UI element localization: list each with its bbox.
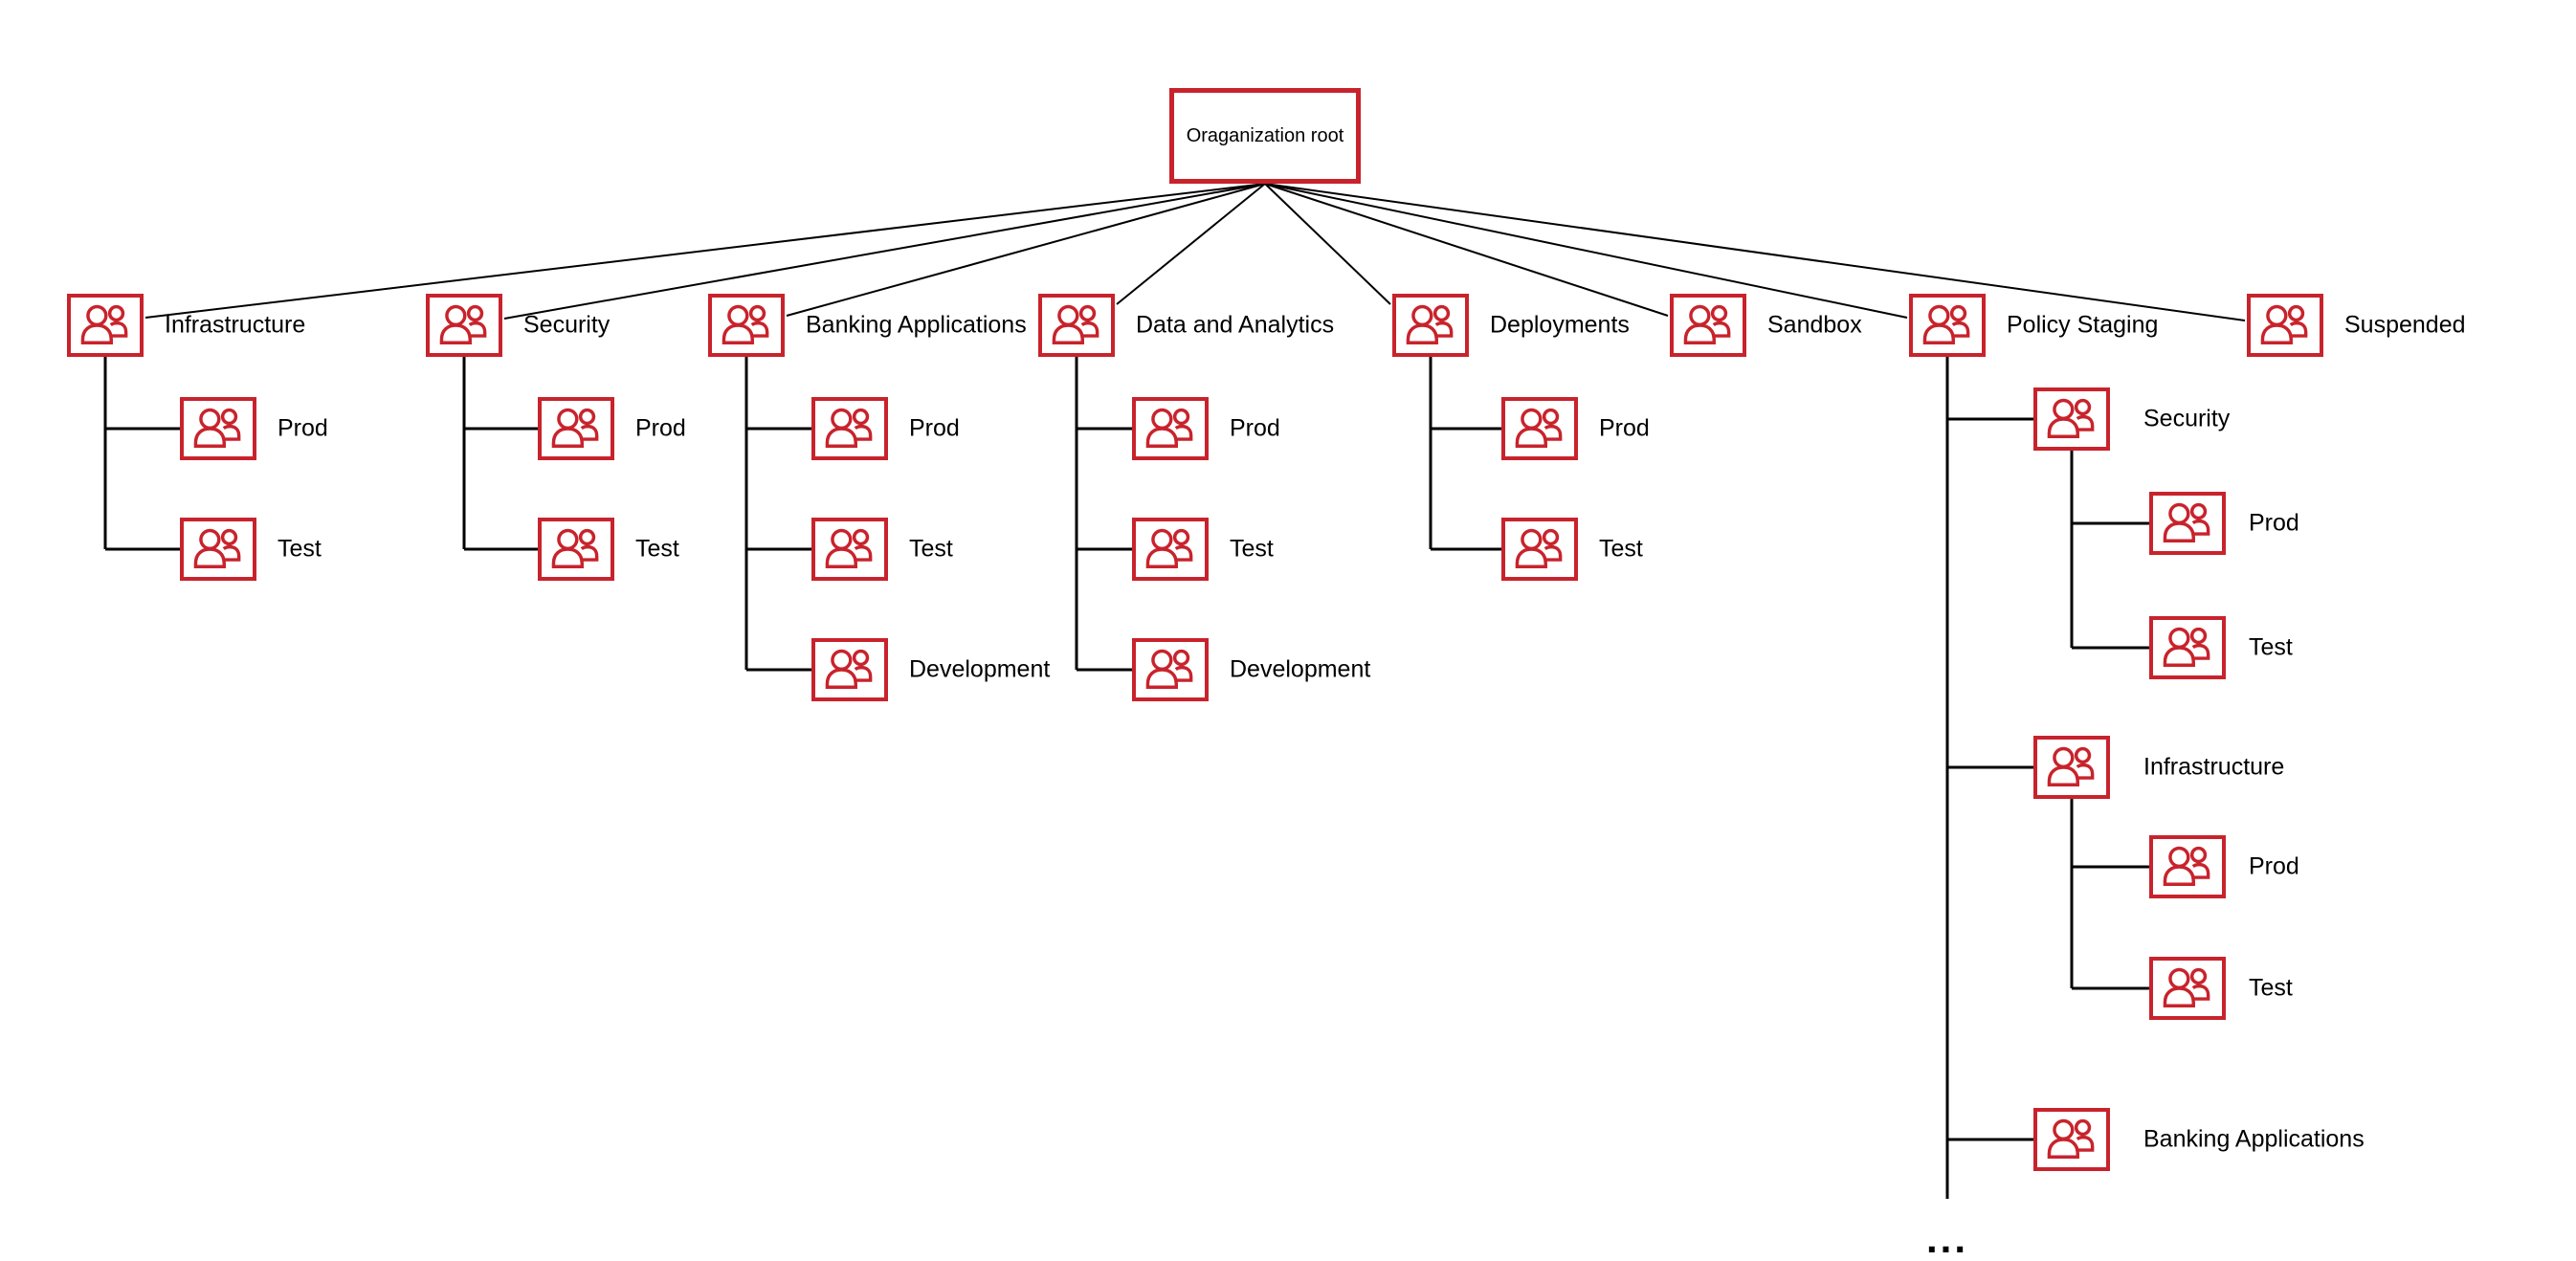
users-group-icon [1680,301,1736,349]
ou-node-policy-staging-banking-applications-label: Banking Applications [2143,1125,2365,1153]
ou-node-banking-applications-development-label: Development [909,655,1051,683]
ou-node-suspended-label: Suspended [2344,311,2466,339]
ou-node-deployments-test[interactable] [1501,518,1578,581]
ou-node-policy-staging-infrastructure-prod-label: Prod [2249,852,2299,880]
ou-node-policy-staging-infrastructure-label: Infrastructure [2143,753,2285,781]
ou-node-sandbox-label: Sandbox [1767,311,1862,339]
ou-node-policy-staging-security-prod[interactable] [2149,492,2226,555]
ou-node-policy-staging-security-prod-label: Prod [2249,509,2299,537]
users-group-icon [190,405,246,453]
ou-node-policy-staging-security-label: Security [2143,405,2231,432]
ou-node-infrastructure-test-label: Test [278,535,322,563]
ou-node-policy-staging-label: Policy Staging [2007,311,2159,339]
users-group-icon [1049,301,1104,349]
ou-node-security-test[interactable] [538,518,614,581]
ou-node-data-and-analytics-test-label: Test [1230,535,1274,563]
ou-node-deployments-prod[interactable] [1501,397,1578,460]
ou-node-banking-applications-test[interactable] [811,518,888,581]
ou-node-infrastructure-test[interactable] [180,518,256,581]
ou-node-data-and-analytics-prod-label: Prod [1230,414,1280,442]
users-group-icon [1143,405,1198,453]
ou-node-deployments-test-label: Test [1599,535,1643,563]
users-group-icon [822,525,877,573]
ou-node-data-and-analytics-test[interactable] [1132,518,1209,581]
users-group-icon [78,301,133,349]
ou-node-suspended[interactable] [2247,294,2323,357]
users-group-icon [1920,301,1975,349]
ou-node-deployments-label: Deployments [1490,311,1630,339]
ou-node-deployments[interactable] [1392,294,1469,357]
ou-node-security-test-label: Test [635,535,679,563]
users-group-icon [1512,405,1567,453]
ou-node-policy-staging-security-test-label: Test [2249,633,2293,661]
users-group-icon [1143,525,1198,573]
users-group-icon [2044,395,2099,443]
users-group-icon [2160,964,2215,1012]
users-group-icon [436,301,492,349]
ou-node-data-and-analytics-prod[interactable] [1132,397,1209,460]
ou-node-policy-staging-infrastructure-prod[interactable] [2149,835,2226,898]
users-group-icon [719,301,774,349]
ou-node-banking-applications-test-label: Test [909,535,953,563]
organization-root-label: Oraganization root [1186,124,1344,146]
ou-node-security-prod[interactable] [538,397,614,460]
users-group-icon [1403,301,1458,349]
users-group-icon [548,405,604,453]
ou-node-policy-staging-banking-applications[interactable] [2033,1108,2110,1171]
users-group-icon [2044,1116,2099,1163]
users-group-icon [1512,525,1567,573]
ou-node-infrastructure-prod-label: Prod [278,414,328,442]
users-group-icon [548,525,604,573]
ou-node-banking-applications[interactable] [708,294,785,357]
users-group-icon [822,405,877,453]
users-group-icon [2257,301,2313,349]
ou-node-banking-applications-prod-label: Prod [909,414,960,442]
ou-node-security[interactable] [426,294,502,357]
ou-node-banking-applications-label: Banking Applications [806,311,1027,339]
users-group-icon [2044,743,2099,791]
ou-node-sandbox[interactable] [1670,294,1746,357]
ou-node-deployments-prod-label: Prod [1599,414,1650,442]
ou-node-banking-applications-development[interactable] [811,638,888,701]
ou-node-security-prod-label: Prod [635,414,686,442]
ou-node-data-and-analytics-label: Data and Analytics [1136,311,1335,339]
users-group-icon [2160,499,2215,547]
ou-node-policy-staging-security[interactable] [2033,387,2110,451]
ou-node-data-and-analytics-development-label: Development [1230,655,1371,683]
users-group-icon [1143,646,1198,694]
ou-node-data-and-analytics-development[interactable] [1132,638,1209,701]
ou-node-infrastructure-label: Infrastructure [165,311,306,339]
ou-node-policy-staging-infrastructure-test-label: Test [2249,974,2293,1002]
users-group-icon [190,525,246,573]
ou-node-policy-staging-infrastructure-test[interactable] [2149,957,2226,1020]
ou-node-banking-applications-prod[interactable] [811,397,888,460]
ou-node-infrastructure-prod[interactable] [180,397,256,460]
organization-root-node[interactable]: Oraganization root [1169,88,1361,184]
ou-node-security-label: Security [523,311,611,339]
users-group-icon [822,646,877,694]
users-group-icon [2160,843,2215,891]
ou-node-policy-staging-security-test[interactable] [2149,616,2226,679]
ou-node-data-and-analytics[interactable] [1038,294,1115,357]
tree-connectors [103,357,2149,1199]
ou-node-policy-staging[interactable] [1909,294,1986,357]
ou-node-policy-staging-infrastructure[interactable] [2033,736,2110,799]
ou-node-infrastructure[interactable] [67,294,144,357]
users-group-icon [2160,624,2215,672]
